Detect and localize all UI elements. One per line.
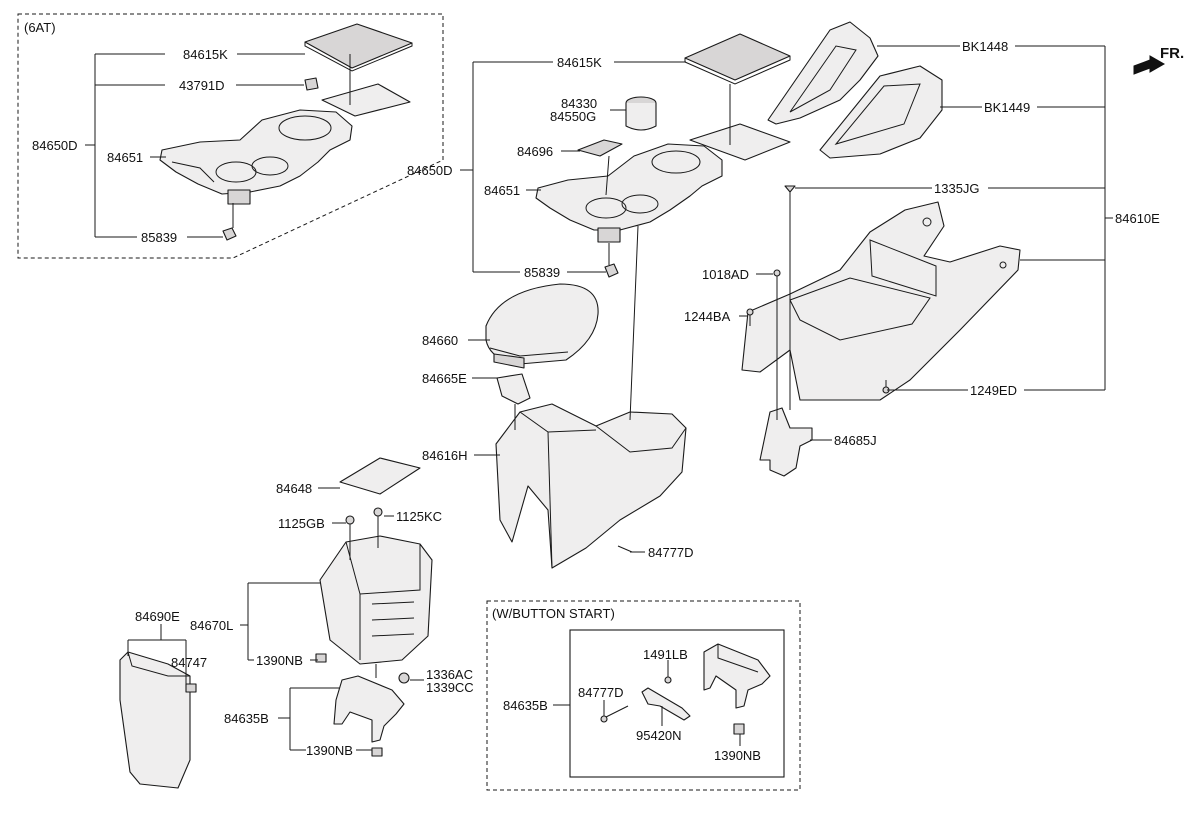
label-95420n: 95420N	[636, 728, 682, 743]
label-1125gb: 1125GB	[278, 516, 325, 531]
label-85839-6at: 85839	[141, 230, 177, 245]
leader-bracket-84610e	[795, 45, 1113, 391]
label-1390nb-button-start: 1390NB	[714, 748, 761, 763]
group-box-button-start-inner	[569, 629, 785, 778]
leader-cover-to-console	[605, 155, 610, 196]
label-84650d-center: 84650D	[407, 163, 453, 178]
label-84777d-button-start: 84777D	[578, 685, 624, 700]
part-plug-85839-6at[interactable]	[222, 227, 237, 241]
leader-bracket-84650d-center	[460, 61, 686, 273]
part-screw-84777d-button-start[interactable]	[600, 705, 629, 723]
label-84616h: 84616H	[422, 448, 468, 463]
part-bracket-84635b[interactable]	[333, 675, 405, 743]
label-84650d-6at: 84650D	[32, 138, 78, 153]
label-84610e: 84610E	[1115, 211, 1160, 226]
label-43791d: 43791D	[179, 78, 225, 93]
label-85839-center: 85839	[524, 265, 560, 280]
part-screw-1125kc[interactable]	[373, 507, 383, 536]
label-84685j: 84685J	[834, 433, 877, 448]
label-84777d: 84777D	[648, 545, 694, 560]
label-84651-center: 84651	[484, 183, 520, 198]
label-84670l: 84670L	[190, 618, 233, 633]
label-bk1448: BK1448	[962, 39, 1008, 54]
leader-bracket-84650d-6at	[85, 53, 165, 238]
label-84635b-button-start: 84635B	[503, 698, 548, 713]
part-mat-center[interactable]	[689, 123, 791, 161]
label-84330: 84330	[561, 96, 597, 111]
label-1244ba: 1244BA	[684, 309, 731, 324]
part-side-panel-bk1448[interactable]	[767, 21, 879, 125]
part-bracket-84685j[interactable]	[759, 407, 813, 477]
label-84635b: 84635B	[224, 711, 269, 726]
part-nut-1336ac[interactable]	[398, 672, 410, 684]
part-screw-1125gb[interactable]	[345, 515, 355, 540]
part-storage-box-84670l[interactable]	[319, 535, 433, 665]
part-screw-1249ed[interactable]	[882, 380, 890, 394]
part-rear-console-84610e[interactable]	[741, 201, 1021, 401]
part-bracket-84635b-button-start[interactable]	[703, 643, 771, 709]
part-cup-holder-84330[interactable]	[625, 96, 657, 131]
part-nut-1390nb-b[interactable]	[371, 747, 383, 757]
part-bracket-95420n[interactable]	[641, 687, 691, 721]
group-caption-6at: (6AT)	[24, 20, 56, 35]
label-84660: 84660	[422, 333, 458, 348]
part-cover-84696[interactable]	[577, 139, 623, 157]
label-1249ed: 1249ED	[970, 383, 1017, 398]
leader-console-upper-to-main	[629, 225, 639, 421]
label-84648: 84648	[276, 481, 312, 496]
label-84651-6at: 84651	[107, 150, 143, 165]
label-1339cc: 1339CC	[426, 680, 474, 695]
part-nut-1390nb-a[interactable]	[315, 653, 327, 663]
label-1491lb: 1491LB	[643, 647, 688, 662]
label-84690e: 84690E	[135, 609, 180, 624]
label-1390nb-b: 1390NB	[306, 743, 353, 758]
part-side-panel-bk1449[interactable]	[819, 65, 943, 159]
leader-bracket-84635b	[278, 687, 372, 751]
part-screw-84777d[interactable]	[617, 545, 633, 553]
part-rear-cover-84690e[interactable]	[119, 651, 191, 789]
part-screw-1491lb[interactable]	[664, 676, 672, 684]
label-84665e: 84665E	[422, 371, 467, 386]
label-84696: 84696	[517, 144, 553, 159]
label-84747: 84747	[171, 655, 207, 670]
group-box-button-start	[486, 600, 801, 791]
part-armrest-84660[interactable]	[485, 283, 599, 369]
part-plug-85839-center[interactable]	[604, 263, 619, 278]
group-caption-button-start: (W/BUTTON START)	[492, 606, 615, 621]
part-clip-84747[interactable]	[185, 683, 197, 693]
part-screw-1244ba[interactable]	[746, 308, 754, 326]
part-hinge-84665e[interactable]	[496, 373, 531, 405]
part-mat-6at[interactable]	[321, 83, 411, 117]
part-pad-84648[interactable]	[339, 457, 421, 495]
front-direction-arrow-icon	[1133, 55, 1166, 75]
part-nut-1390nb-button-start[interactable]	[733, 723, 745, 735]
label-84615k-6at: 84615K	[183, 47, 228, 62]
label-84615k-center: 84615K	[557, 55, 602, 70]
label-bk1449: BK1449	[984, 100, 1030, 115]
part-screw-1335jg[interactable]	[784, 185, 796, 193]
part-lid-center[interactable]	[684, 33, 791, 85]
label-1125kc: 1125KC	[396, 509, 442, 524]
front-direction-label: FR.	[1160, 45, 1184, 62]
leader-84690e	[127, 624, 187, 684]
part-console-upper-center[interactable]	[535, 143, 723, 243]
part-knob-43791d[interactable]	[304, 77, 319, 91]
part-lid-6at[interactable]	[304, 23, 413, 72]
label-1018ad: 1018AD	[702, 267, 749, 282]
label-1335jg: 1335JG	[934, 181, 980, 196]
part-console-upper-6at[interactable]	[159, 109, 353, 205]
label-1390nb-a: 1390NB	[256, 653, 303, 668]
label-1336ac: 1336AC	[426, 667, 473, 682]
leader-bracket-84670l	[240, 582, 320, 661]
leader-screws-to-box	[349, 536, 379, 560]
part-main-console-84616h[interactable]	[495, 403, 687, 569]
part-screw-1018ad[interactable]	[773, 269, 781, 290]
label-84550g: 84550G	[550, 109, 596, 124]
group-box-6at	[17, 13, 444, 259]
